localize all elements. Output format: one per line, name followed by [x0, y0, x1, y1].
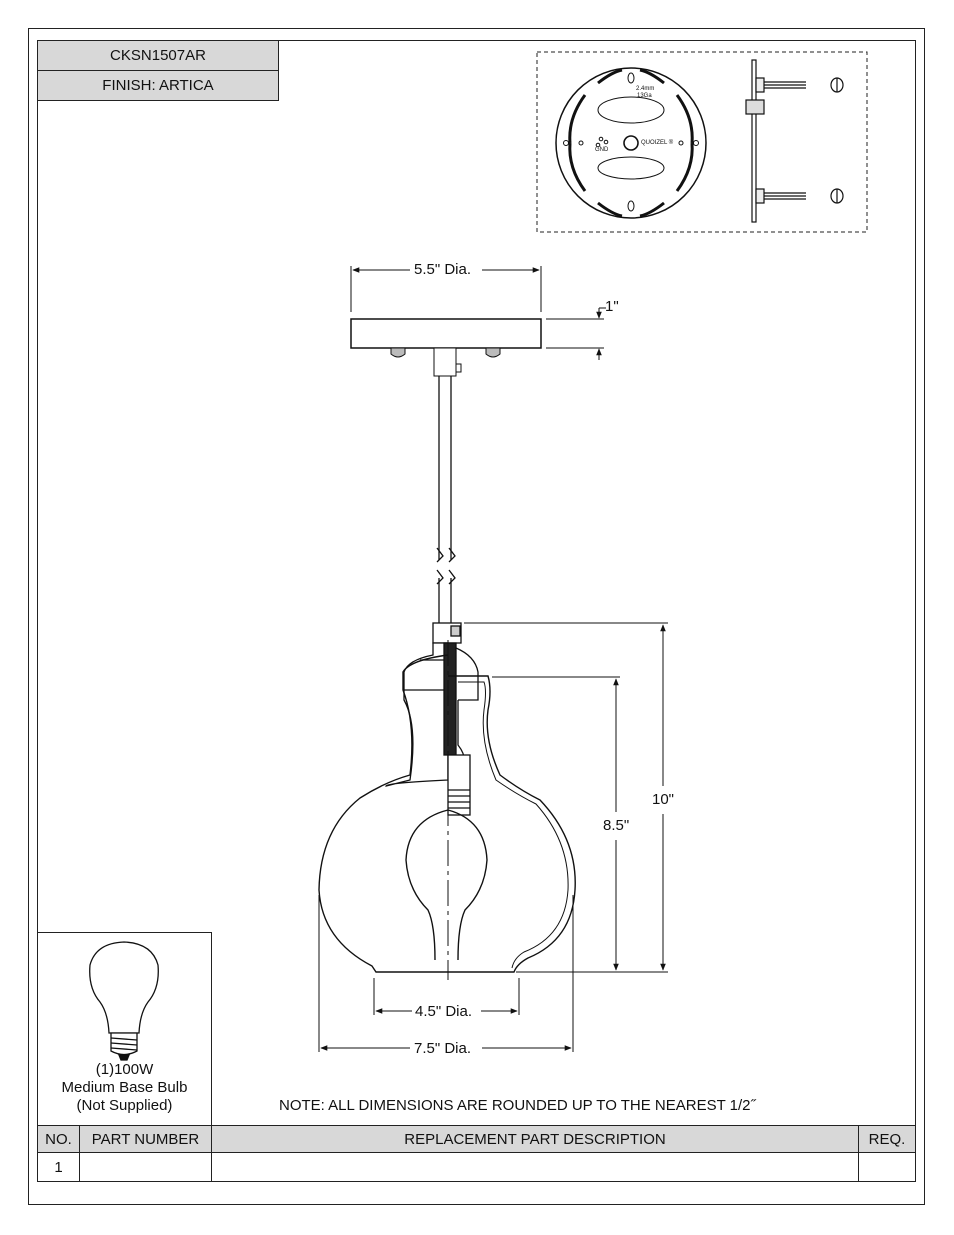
- plate-ground-label: GND: [595, 147, 609, 153]
- bulb-icon: [89, 941, 159, 1061]
- table-cell-desc: [211, 1152, 859, 1182]
- shade-dia-label: 7.5" Dia.: [414, 1040, 472, 1057]
- table-header-desc: REPLACEMENT PART DESCRIPTION: [211, 1125, 859, 1153]
- canopy-height-label: 1": [605, 298, 619, 315]
- mounting-detail-box: [536, 51, 868, 233]
- model-number: CKSN1507AR: [110, 47, 206, 64]
- plate-thickness: 2.4mm: [636, 86, 655, 92]
- table-header-part: PART NUMBER: [79, 1125, 212, 1153]
- dimension-lines: [318, 266, 668, 1052]
- plate-brand: QUOIZEL ®: [641, 140, 673, 146]
- table-cell-part: [79, 1152, 212, 1182]
- shade-height-label: 8.5": [603, 817, 630, 834]
- header-no: NO.: [45, 1130, 72, 1148]
- mounting-side-view: [745, 59, 844, 223]
- mounting-plate: [555, 67, 707, 219]
- bottom-dia-label: 4.5" Dia.: [415, 1003, 473, 1020]
- plate-gauge: 13Ga: [637, 93, 652, 99]
- finish-box: FINISH: ARTICA: [37, 70, 279, 101]
- fitter: [385, 622, 479, 816]
- table-cell-req: [858, 1152, 916, 1182]
- table-row: 1: [37, 1152, 80, 1182]
- canopy: [350, 318, 542, 377]
- table-header-req: REQ.: [858, 1125, 916, 1153]
- bulb-caption: (1)100W Medium Base Bulb (Not Supplied): [38, 1061, 211, 1115]
- row-no: 1: [54, 1158, 63, 1176]
- bulb-base: Medium Base Bulb: [61, 1079, 188, 1096]
- plate-brand-mark: ®: [668, 140, 674, 146]
- header-part-number: PART NUMBER: [91, 1130, 200, 1148]
- dimensions-note: NOTE: ALL DIMENSIONS ARE ROUNDED UP TO T…: [279, 1097, 756, 1114]
- finish-label: FINISH: ARTICA: [102, 77, 214, 94]
- bulb-note: (Not Supplied): [76, 1097, 173, 1114]
- header-description: REPLACEMENT PART DESCRIPTION: [404, 1130, 666, 1148]
- model-number-box: CKSN1507AR: [37, 40, 279, 71]
- stem: [436, 376, 456, 623]
- header-req: REQ.: [868, 1130, 906, 1148]
- bulb-wattage: (1)100W: [95, 1061, 154, 1078]
- outer-border: [28, 28, 925, 1205]
- canopy-dia-label: 5.5" Dia.: [414, 261, 472, 278]
- table-header-no: NO.: [37, 1125, 80, 1153]
- glass-shade: [318, 640, 576, 980]
- bulb-box: (1)100W Medium Base Bulb (Not Supplied): [37, 932, 212, 1126]
- overall-height-label: 10": [652, 791, 675, 808]
- plate-brand-name: QUOIZEL: [641, 140, 668, 146]
